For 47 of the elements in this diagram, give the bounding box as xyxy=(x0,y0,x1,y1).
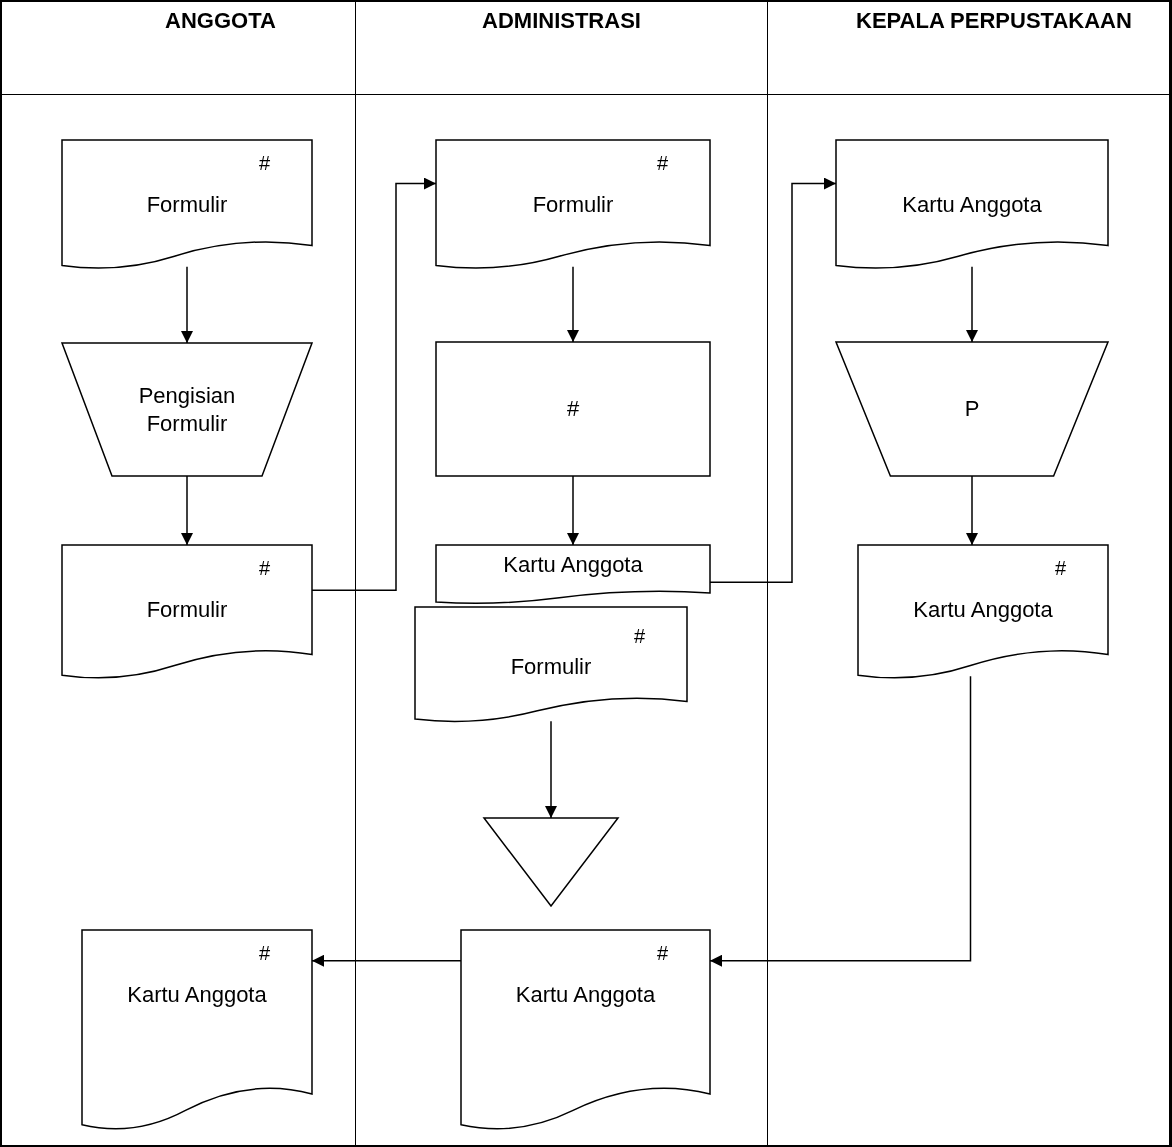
swimlane xyxy=(356,2,768,1145)
number-mark: # xyxy=(633,625,645,647)
number-mark: # xyxy=(656,942,668,964)
swimlane xyxy=(2,2,356,1145)
shape-label: Pengisian Formulir xyxy=(137,381,237,438)
shape-label: Kartu Anggota xyxy=(515,981,656,1009)
swimlane xyxy=(768,2,1170,1145)
arrow xyxy=(709,675,972,967)
shape-label: Formulir xyxy=(532,191,614,219)
document-symbol xyxy=(436,545,710,605)
number-mark: # xyxy=(656,152,668,174)
lane-header: KEPALA PERPUSTAKAAN xyxy=(856,8,1132,34)
shape-label: P xyxy=(964,395,980,423)
manual-operation-symbol xyxy=(62,343,312,476)
document-symbol xyxy=(858,545,1108,682)
offline-storage-triangle xyxy=(484,818,618,906)
document-symbol xyxy=(62,140,312,272)
shape-label: Kartu Anggota xyxy=(913,596,1053,624)
arrow xyxy=(567,266,579,343)
shape-label: Formulir xyxy=(146,191,228,219)
arrow xyxy=(966,266,978,343)
arrow xyxy=(311,954,462,967)
arrow xyxy=(311,177,437,591)
arrow xyxy=(181,475,193,546)
arrow xyxy=(567,475,579,546)
number-mark: # xyxy=(1054,557,1066,579)
arrow xyxy=(709,177,837,583)
shape-label: # xyxy=(566,395,580,423)
document-symbol xyxy=(436,140,710,272)
lane-header: ADMINISTRASI xyxy=(482,8,641,34)
manual-operation-symbol xyxy=(836,342,1108,476)
lane-header: ANGGOTA xyxy=(165,8,276,34)
arrow xyxy=(181,266,193,344)
document-symbol xyxy=(62,545,312,682)
shape-label: Formulir xyxy=(146,596,228,624)
document-symbol xyxy=(836,140,1108,272)
shape-label: Kartu Anggota xyxy=(902,191,1042,219)
process-box xyxy=(436,342,710,476)
arrow xyxy=(545,720,557,819)
shape-label: Kartu Anggota xyxy=(127,981,267,1009)
number-mark: # xyxy=(258,557,270,579)
arrow xyxy=(966,475,978,546)
shape-label: Formulir xyxy=(510,653,592,681)
shape-label: Kartu Anggota xyxy=(503,551,643,579)
number-mark: # xyxy=(258,942,270,964)
number-mark: # xyxy=(258,152,270,174)
document-symbol xyxy=(415,607,687,725)
